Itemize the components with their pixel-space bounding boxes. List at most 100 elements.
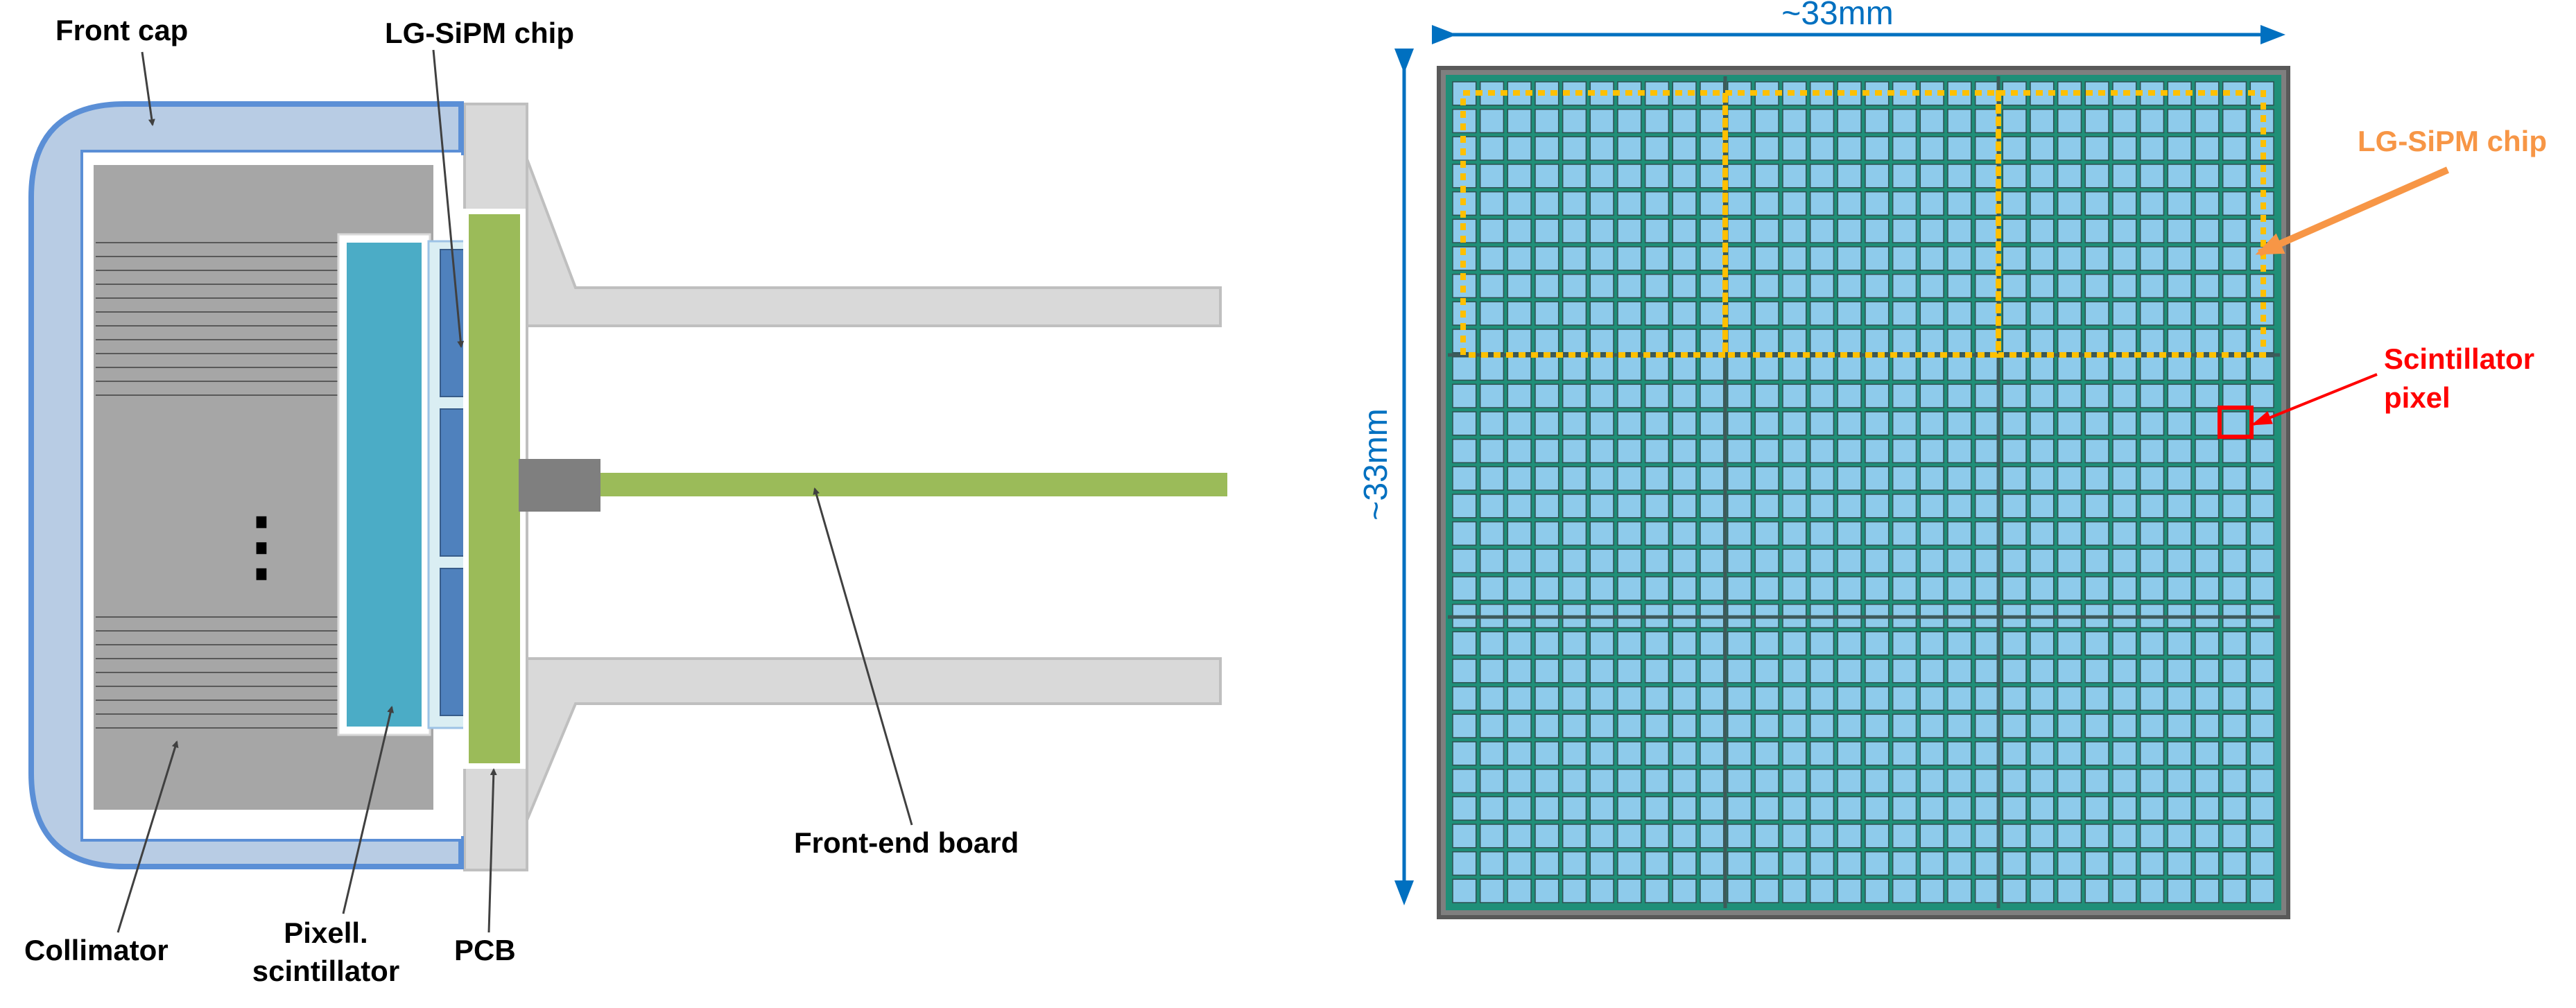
scintillator-pixel [2222,851,2247,876]
scintillator-pixel [2222,246,2247,271]
scintillator-pixel [1700,273,1724,299]
scintillator-pixel [2222,878,2247,903]
scintillator-pixel [1754,686,1779,711]
scintillator-pixel [1589,576,1614,601]
scintillator-pixel [1837,768,1862,794]
scintillator-pixel [2002,521,2027,546]
scintillator-pixel [2167,164,2192,189]
scintillator-pixel [1507,659,1532,684]
scintillator-pixel [1507,329,1532,354]
scintillator-pixel [1700,411,1724,436]
scintillator-pixel [1947,301,1972,326]
scintillator-pixel [1837,521,1862,546]
scintillator-pixel [1837,548,1862,573]
scintillator-pixel [2167,356,2192,381]
scintillator-pixel [1837,824,1862,849]
scintillator-pixel [1535,768,1559,794]
scintillator-pixel [1919,438,1944,464]
scintillator-pixel [1865,576,1890,601]
scintillator-pixel [1727,246,1752,271]
scintillator-pixel [1892,741,1917,766]
scintillator-pixel [1644,686,1670,711]
scintillator-pixel [1672,548,1697,573]
scintillator-pixel [2084,768,2109,794]
scintillator-pixel [2167,383,2192,408]
scintillator-pixel [2222,768,2247,794]
scintillator-pixel [2167,521,2192,546]
scintillator-pixel [1535,851,1559,876]
scintillator-pixel [1562,273,1587,299]
scintillator-pixel [1782,878,1807,903]
scintillator-pixel [1837,631,1862,656]
scintillator-pixel [2222,659,2247,684]
scintillator-pixel [1974,164,2000,189]
scintillator-pixel [1809,824,1835,849]
scintillator-pixel [1754,246,1779,271]
scintillator-pixel [2222,713,2247,738]
scintillator-pixel [2167,494,2192,519]
scintillator-pixel [1727,824,1752,849]
scintillator-pixel [1507,768,1532,794]
scintillator-pixel [1535,631,1559,656]
scintillator-pixel [2222,218,2247,243]
scintillator-pixel [1672,191,1697,216]
scintillator-pixel [2222,164,2247,189]
scintillator-pixel [2084,878,2109,903]
scintillator-pixel [1452,466,1477,491]
scintillator-pixel [2057,191,2082,216]
scintillator-pixel [2057,494,2082,519]
scintillator-pixel [1507,273,1532,299]
scintillator-pixel [2195,356,2220,381]
scintillator-pixel [1754,741,1779,766]
scintillator-pixel [1452,438,1477,464]
scintillator-pixel [1672,824,1697,849]
scintillator-pixel [1672,631,1697,656]
scintillator-pixel [1452,851,1477,876]
scintillator-pixel [1589,164,1614,189]
scintillator-pixel [2057,108,2082,134]
scintillator-pixel [2084,659,2109,684]
scintillator-pixel [2195,438,2220,464]
pixelated-scintillator [347,243,422,727]
scintillator-pixel [1947,273,1972,299]
scintillator-pixel [1562,136,1587,161]
scintillator-pixel [2222,796,2247,821]
scintillator-pixel [2167,136,2192,161]
scintillator-pixel [1507,246,1532,271]
scintillator-pixel [1644,878,1670,903]
scintillator-pixel [2139,824,2165,849]
scintillator-pixel [1865,136,1890,161]
scintillator-pixel [1700,494,1724,519]
scintillator-pixel [2195,108,2220,134]
scintillator-pixel [1507,878,1532,903]
scintillator-pixel [2030,438,2055,464]
scintillator-pixel [1892,494,1917,519]
scintillator-pixel [1782,768,1807,794]
scintillator-pixel [1479,741,1505,766]
scintillator-pixel [1589,191,1614,216]
scintillator-pixel [1479,218,1505,243]
scintillator-pixel [1837,246,1862,271]
scintillator-pixel [1672,301,1697,326]
scintillator-pixel [1727,521,1752,546]
scintillator-pixel [2139,768,2165,794]
scintillator-pixel [1479,329,1505,354]
scintillator-pixel [1892,659,1917,684]
scintillator-pixel [2222,301,2247,326]
scintillator-pixel [1617,246,1642,271]
scintillator-pixel [1809,576,1835,601]
scintillator-pixel [1617,686,1642,711]
scintillator-pixel [1700,576,1724,601]
scintillator-pixel [2249,713,2274,738]
scintillator-pixel [1754,108,1779,134]
scintillator-pixel [1837,851,1862,876]
scintillator-pixel [1507,631,1532,656]
scintillator-pixel [1452,494,1477,519]
scintillator-pixel [2139,164,2165,189]
scintillator-pixel [2139,356,2165,381]
scintillator-pixel [1782,576,1807,601]
scintillator-pixel [2195,796,2220,821]
scintillator-pixel [1452,713,1477,738]
scintillator-pixel [1865,878,1890,903]
scintillator-pixel [2030,686,2055,711]
